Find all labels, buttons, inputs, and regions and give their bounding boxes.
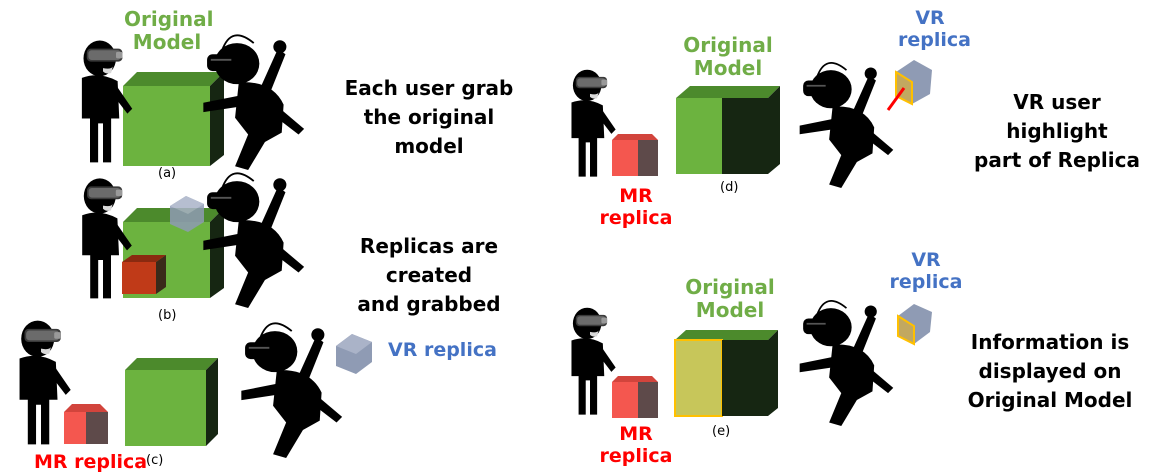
vr-replica-label-d: VR replica: [898, 7, 971, 51]
mr-user-icon: [19, 320, 71, 445]
panel-label-b: (b): [158, 308, 177, 323]
panel-d: [571, 60, 932, 188]
original-model-label-d: Original Model: [683, 33, 773, 80]
green-cube-original-c: [125, 358, 218, 446]
panel-label-a: (a): [158, 166, 177, 181]
caption-d: VR user highlight part of Replica: [974, 90, 1140, 172]
vr-replica-cube-d: [895, 60, 932, 106]
mr-replica-label-d: MR replica: [599, 185, 673, 229]
vr-replica-label-c: VR replica: [388, 339, 497, 361]
caption-a: Each user grab the original model: [344, 76, 514, 158]
mr-user-icon: [571, 69, 616, 177]
green-cube-original-d: [676, 86, 780, 174]
panel-c: [19, 320, 372, 458]
mr-replica-cube-c: [64, 404, 108, 444]
vr-replica-cube-c: [336, 334, 372, 374]
caption-e: Information is displayed on Original Mod…: [967, 330, 1133, 412]
mr-user-icon: [571, 307, 616, 415]
vr-replica-cube-b: [170, 196, 204, 232]
vr-user-icon: [798, 299, 895, 426]
vr-user-icon: [798, 61, 895, 188]
panel-label-d: (d): [720, 180, 739, 195]
vr-replica-label-e: VR replica: [889, 249, 963, 293]
original-model-label-a: Original Model: [124, 7, 214, 54]
highlight-laser-line: [886, 87, 906, 111]
panel-e: [571, 299, 932, 426]
caption-b: Replicas are created and grabbed: [357, 234, 501, 316]
mr-replica-cube-d: [612, 134, 658, 176]
panel-b: [82, 172, 306, 308]
green-cube-original-e: [674, 330, 778, 417]
panel-a: [81, 34, 306, 170]
mr-replica-cube-b: [122, 255, 166, 294]
panel-label-c: (c): [146, 453, 164, 468]
mr-replica-cube-e: [612, 376, 658, 418]
vr-replica-cube-e: [897, 304, 932, 346]
vr-user-icon: [240, 322, 344, 458]
mr-replica-label-e: MR replica: [599, 423, 673, 467]
panel-label-e: (e): [712, 424, 731, 439]
mr-replica-label-c: MR replica: [34, 451, 148, 473]
original-model-label-e: Original Model: [685, 275, 775, 322]
green-cube-original-a: [123, 72, 224, 166]
